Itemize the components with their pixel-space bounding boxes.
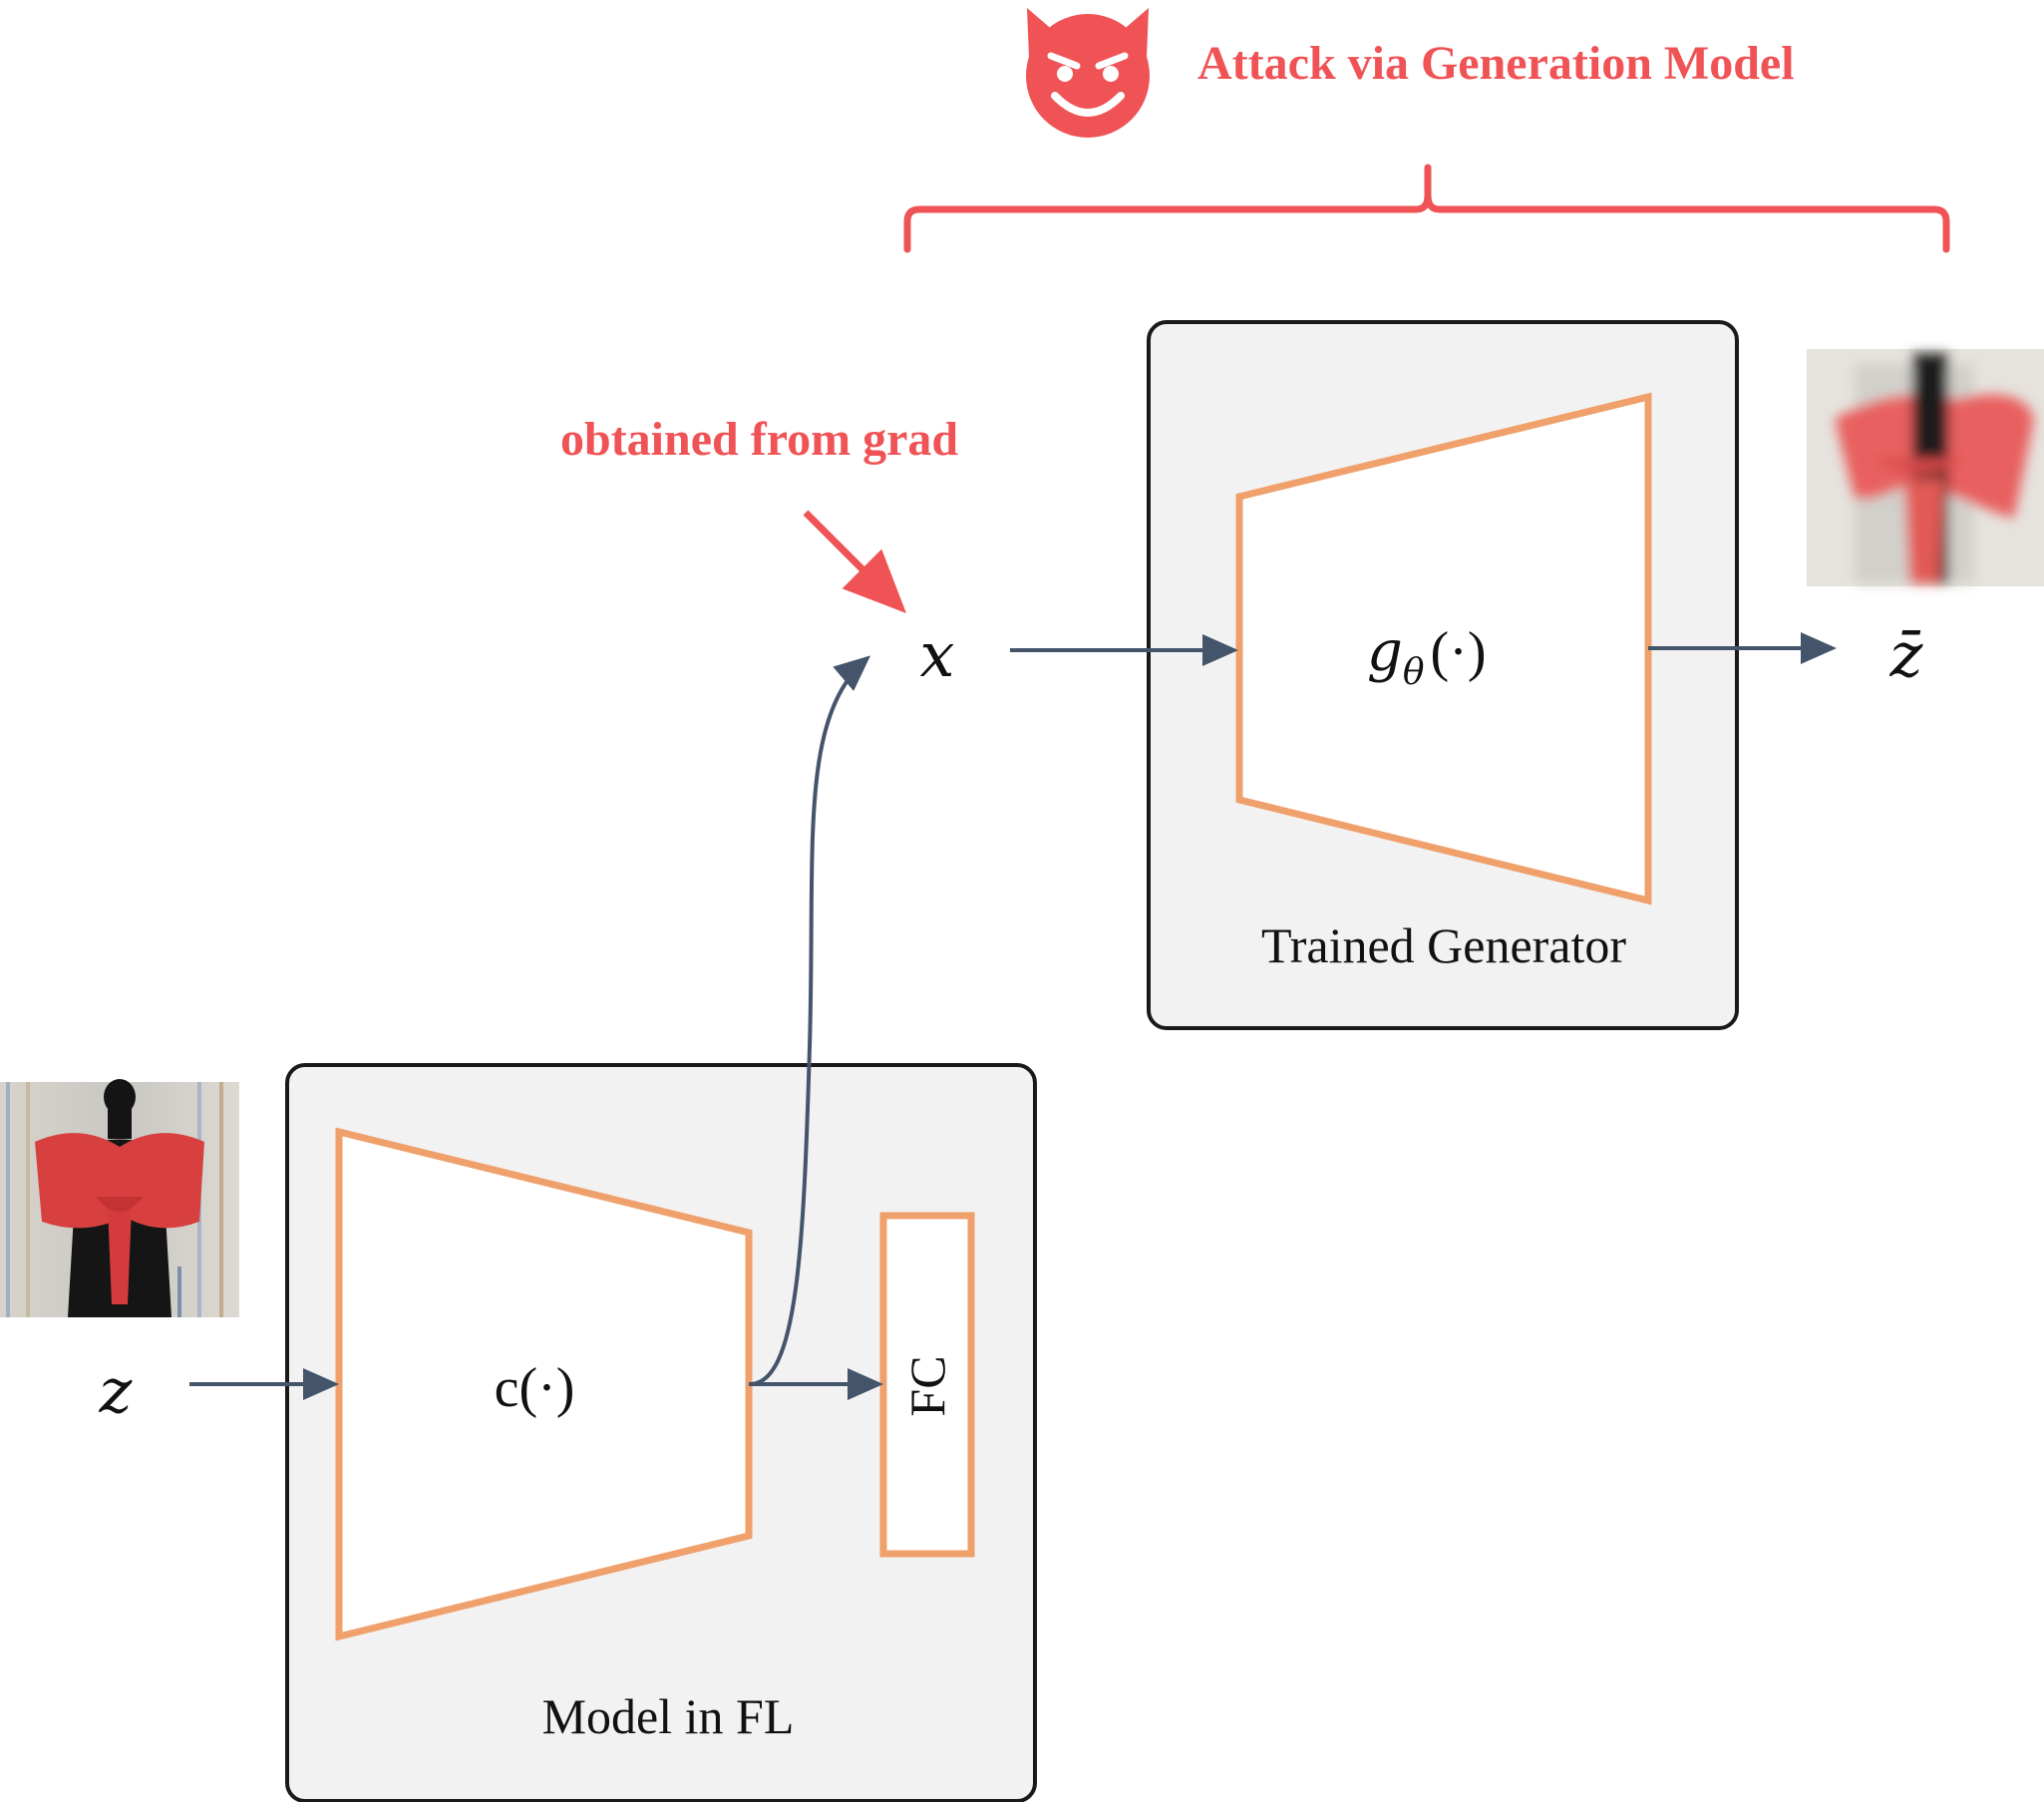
variable-z: z [99,1354,133,1427]
encoder-function: c(·) [495,1357,575,1419]
annotation-arrow [803,510,906,613]
arrow-feature-to-x [749,655,871,1386]
original-image [0,1079,239,1317]
variable-z-bar: z̄ [1889,618,1923,691]
annotation-text: obtained from grad [560,413,958,466]
generator-function: gθ(·) [1367,619,1487,693]
reconstructed-image [1807,349,2044,586]
curly-brace [903,164,1950,253]
fc-layer [879,1212,975,1558]
diagram-title: Attack via Generation Model [1197,37,1795,90]
generator-label: Trained Generator [1261,917,1626,973]
devil-face-icon [1026,8,1150,138]
variable-x: x [920,618,955,691]
fl-model-label: Model in FL [542,1688,795,1744]
encoder-trapezoid [335,1127,753,1641]
fc-label: FC [899,1355,955,1416]
generator-trapezoid [1235,392,1652,905]
